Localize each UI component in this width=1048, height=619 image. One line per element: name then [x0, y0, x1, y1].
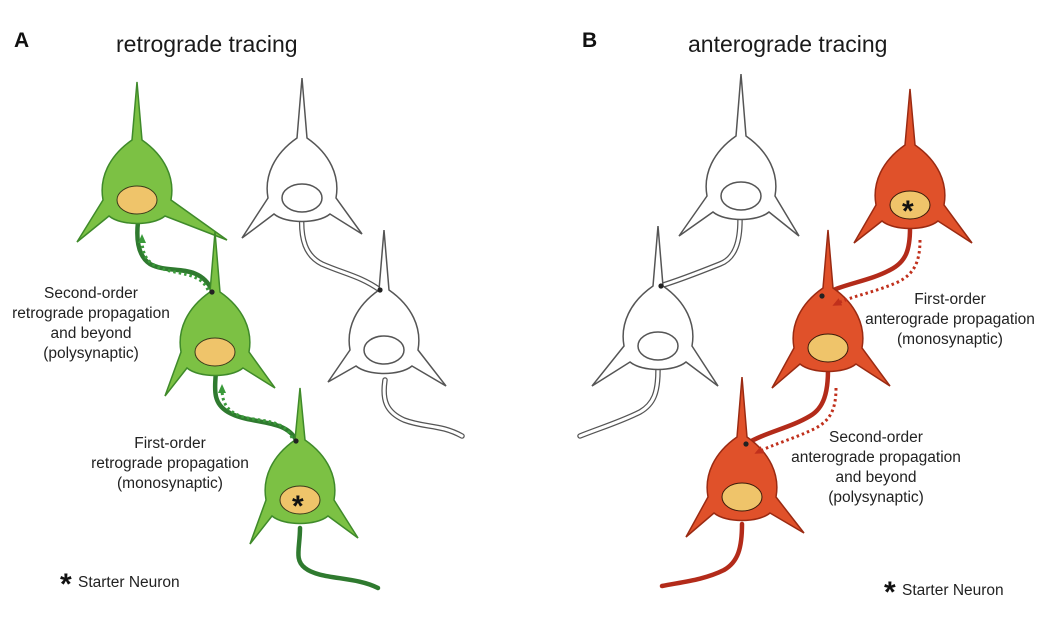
- neuron-b-starter: *: [853, 88, 973, 244]
- panel-b-title: anterograde tracing: [688, 31, 887, 57]
- neuron-a-top: [76, 81, 228, 243]
- axon-b-mid: [743, 367, 831, 447]
- panel-a-letter: A: [14, 29, 29, 52]
- legend-a-star-icon: *: [60, 568, 72, 601]
- svg-text:and beyond: and beyond: [50, 325, 131, 342]
- neuron-b-outline-2: [591, 225, 719, 387]
- panel-b-letter: B: [582, 29, 597, 52]
- outline-axon-a-2: [381, 377, 465, 439]
- neuron-a-starter: *: [249, 387, 359, 545]
- outline-axon-b-1: [657, 217, 743, 289]
- svg-text:(polysynaptic): (polysynaptic): [828, 489, 924, 506]
- synapse-b-3: [743, 441, 749, 447]
- neuron-b-outline-1: [678, 73, 800, 237]
- panel-b: B anterograde tracing *: [577, 29, 1035, 609]
- legend-b-star-icon: *: [884, 576, 896, 609]
- synapse-b-1: [658, 283, 664, 289]
- label-a-second-order: Second-order retrograde propagation and …: [12, 285, 170, 362]
- axon-a-bottom: [296, 525, 381, 591]
- neuron-a-outline-2: [327, 229, 447, 387]
- neuron-a-mid: [164, 231, 276, 397]
- svg-text:First-order: First-order: [914, 291, 985, 308]
- neuron-a-outline-1: [241, 77, 363, 239]
- neuron-b-mid: [771, 229, 891, 389]
- panel-a-title: retrograde tracing: [116, 31, 298, 57]
- synapse-a-2: [293, 438, 299, 444]
- axon-b-top: [819, 225, 913, 299]
- svg-text:(monosynaptic): (monosynaptic): [117, 475, 223, 492]
- legend-a: * Starter Neuron: [60, 568, 180, 601]
- outline-axon-a-1: [298, 209, 383, 293]
- outline-axon-b-2: [577, 367, 661, 439]
- svg-text:Second-order: Second-order: [44, 285, 138, 302]
- legend-b: * Starter Neuron: [884, 576, 1004, 609]
- starter-b-star-icon: *: [902, 195, 914, 228]
- synapse-b-2: [819, 293, 825, 299]
- legend-b-text: Starter Neuron: [902, 582, 1004, 599]
- arrow-a-first-order: [218, 384, 294, 439]
- axon-a-mid: [212, 369, 299, 443]
- svg-text:retrograde propagation: retrograde propagation: [12, 305, 170, 322]
- svg-text:Second-order: Second-order: [829, 429, 923, 446]
- panel-a: A retrograde tracing *: [12, 29, 465, 601]
- svg-text:and beyond: and beyond: [835, 469, 916, 486]
- svg-text:(polysynaptic): (polysynaptic): [43, 345, 139, 362]
- label-b-first-order: First-order anterograde propagation (mon…: [865, 291, 1035, 348]
- synapse-a-3: [377, 287, 383, 293]
- svg-text:retrograde propagation: retrograde propagation: [91, 455, 249, 472]
- label-b-second-order: Second-order anterograde propagation and…: [791, 429, 961, 506]
- svg-text:First-order: First-order: [134, 435, 205, 452]
- axon-a-top: [135, 219, 215, 293]
- svg-text:anterograde propagation: anterograde propagation: [791, 449, 961, 466]
- svg-text:(monosynaptic): (monosynaptic): [897, 331, 1003, 348]
- legend-a-text: Starter Neuron: [78, 574, 180, 591]
- axon-b-bottom: [659, 521, 745, 589]
- synapse-a-1: [209, 289, 215, 295]
- svg-text:anterograde propagation: anterograde propagation: [865, 311, 1035, 328]
- neuron-b-bottom: [685, 376, 805, 538]
- starter-star-icon: *: [292, 490, 304, 523]
- label-a-first-order: First-order retrograde propagation (mono…: [91, 435, 249, 492]
- arrow-b-first-order: [832, 239, 922, 306]
